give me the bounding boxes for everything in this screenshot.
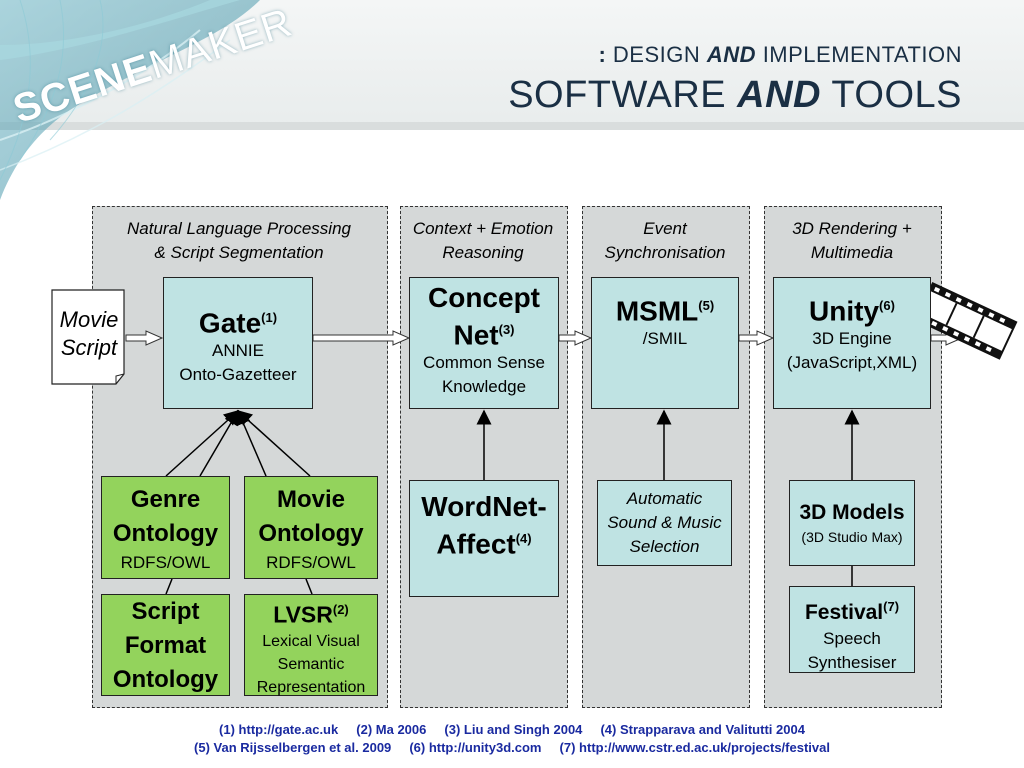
automatic-line-2: Sound & Music xyxy=(607,513,722,532)
script-format-line-3: Ontology xyxy=(112,666,219,693)
column-title-nlp: Natural Language Processing & Script Seg… xyxy=(127,219,351,262)
document-icon xyxy=(51,289,125,385)
movie-ont-line-1: Movie xyxy=(276,486,345,513)
link-genre-gate-b xyxy=(199,409,239,477)
script-format-ontology-node: Script Format Ontology xyxy=(101,594,230,696)
conceptnet-line-2: Net xyxy=(453,319,499,351)
brand-swoosh-graphic xyxy=(0,0,260,200)
column-title-context: Context + Emotion Reasoning xyxy=(412,219,554,262)
flow-arrow-msml-to-unity xyxy=(738,330,775,346)
msml-ref: (5) xyxy=(698,298,715,313)
lvsr-name: LVSR xyxy=(273,601,333,628)
msml-line-1: /SMIL xyxy=(642,329,688,349)
flow-arrow-gate-to-concept xyxy=(312,330,411,346)
link-movie-gate-a xyxy=(236,409,267,477)
festival-name: Festival xyxy=(804,601,884,624)
conceptnet-node: Concept Net(3) Common Sense Knowledge xyxy=(409,277,559,409)
wordnet-line-1: WordNet- xyxy=(421,491,547,522)
genre-line-2: Ontology xyxy=(112,520,219,547)
references-line-2: (5) Van Rijsselbergen et al. 2009 (6) ht… xyxy=(194,740,830,755)
movie-ont-line-2: Ontology xyxy=(258,520,364,547)
title-word-2: TOOLS xyxy=(831,74,962,116)
unity-line-2: (JavaScript,XML) xyxy=(786,353,918,373)
unity-name: Unity xyxy=(809,295,880,327)
movie-script-input: Movie Script xyxy=(52,306,126,362)
script-format-line-2: Format xyxy=(124,632,207,659)
models-name: 3D Models xyxy=(799,501,905,524)
lvsr-line-2: Semantic xyxy=(277,655,345,673)
conceptnet-line-4: Knowledge xyxy=(441,377,527,397)
lvsr-line-3: Representation xyxy=(256,678,366,696)
models-line-1: (3D Studio Max) xyxy=(801,529,903,545)
genre-ontology-node: Genre Ontology RDFS/OWL xyxy=(101,476,230,579)
movie-ontology-node: Movie Ontology RDFS/OWL xyxy=(244,476,378,579)
movie-ont-line-3: RDFS/OWL xyxy=(266,553,356,572)
link-script-genre xyxy=(165,578,173,595)
subtitle-word-1: DESIGN xyxy=(612,42,701,67)
msml-name: MSML xyxy=(615,295,699,327)
title-and: AND xyxy=(737,74,821,116)
lvsr-node: LVSR(2) Lexical Visual Semantic Represen… xyxy=(244,594,378,696)
conceptnet-line-3: Common Sense xyxy=(423,353,545,373)
festival-node: Festival(7) Speech Synthesiser xyxy=(789,586,915,673)
msml-node: MSML(5) /SMIL xyxy=(591,277,739,409)
wordnet-affect-node: WordNet- Affect(4) xyxy=(409,480,559,597)
conceptnet-line-1: Concept xyxy=(428,282,540,313)
script-format-line-1: Script xyxy=(131,598,200,625)
automatic-line-3: Selection xyxy=(629,537,700,556)
movie-script-line-1: Movie xyxy=(59,307,119,332)
gate-name: Gate xyxy=(198,307,262,339)
lvsr-ref: (2) xyxy=(332,602,349,617)
genre-line-3: RDFS/OWL xyxy=(120,553,211,572)
wordnet-ref: (4) xyxy=(515,531,532,546)
subtitle-colon: : xyxy=(598,42,607,67)
link-genre-gate-a xyxy=(165,409,240,477)
festival-line-2: Synthesiser xyxy=(807,653,897,672)
flow-arrows xyxy=(125,330,964,346)
festival-line-1: Speech xyxy=(823,629,881,648)
unity-node: Unity(6) 3D Engine (JavaScript,XML) xyxy=(773,277,931,409)
unity-ref: (6) xyxy=(879,298,895,313)
lvsr-line-1: Lexical Visual xyxy=(262,632,360,650)
automatic-line-1: Automatic xyxy=(626,489,703,508)
link-movie-gate-b xyxy=(236,409,311,477)
title-word-1: SOFTWARE xyxy=(508,74,727,116)
references-line-1: (1) http://gate.ac.uk (2) Ma 2006 (3) Li… xyxy=(219,722,805,737)
column-title-event: Event Synchronisation xyxy=(604,219,726,262)
3d-models-node: 3D Models (3D Studio Max) xyxy=(789,480,915,566)
flow-arrow-script-to-gate xyxy=(125,330,164,346)
wordnet-line-2: Affect xyxy=(436,528,516,560)
conceptnet-ref: (3) xyxy=(498,322,515,337)
subtitle-and: AND xyxy=(706,42,757,67)
flow-arrow-concept-to-msml xyxy=(558,330,593,346)
unity-line-1: 3D Engine xyxy=(812,329,892,349)
gate-node: Gate(1) ANNIE Onto-Gazetteer xyxy=(163,277,313,409)
page-subtitle: : DESIGN AND IMPLEMENTATION xyxy=(598,42,962,68)
header-divider xyxy=(0,122,1024,130)
gate-ref: (1) xyxy=(261,310,278,325)
festival-ref: (7) xyxy=(883,599,900,614)
page-title: SOFTWARE AND TOOLS xyxy=(508,74,962,117)
genre-line-1: Genre xyxy=(130,486,201,513)
link-lvsr-movie xyxy=(305,578,313,595)
subtitle-word-2: IMPLEMENTATION xyxy=(762,42,962,67)
automatic-selection-node: Automatic Sound & Music Selection xyxy=(597,480,732,566)
gate-line-2: Onto-Gazetteer xyxy=(179,365,297,385)
movie-script-line-2: Script xyxy=(60,335,118,360)
gate-line-1: ANNIE xyxy=(212,341,264,361)
ontology-links xyxy=(165,409,860,595)
column-title-3d: 3D Rendering + Multimedia xyxy=(792,219,912,262)
